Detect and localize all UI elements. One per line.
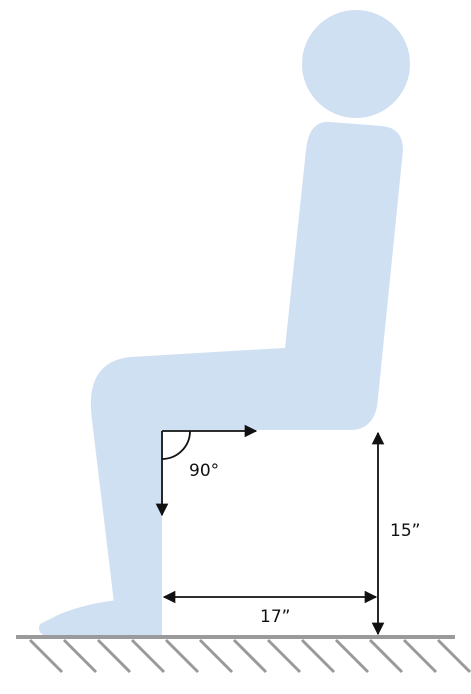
thigh-and-leg-shape: [90, 346, 318, 636]
right-angle-indicator: [155, 424, 258, 517]
angle-label: 90°: [189, 461, 219, 481]
hatch-mark: [334, 638, 370, 674]
hatch-mark: [368, 638, 404, 674]
hatch-mark: [402, 638, 438, 674]
hatch-mark: [96, 638, 132, 674]
hatch-mark: [266, 638, 302, 674]
seat-depth-label: 17”: [260, 607, 290, 627]
hatch-mark: [62, 638, 98, 674]
ground-floor: [16, 635, 471, 674]
head-shape: [302, 10, 410, 118]
seated-person-figure: [39, 10, 410, 636]
torso-shape: [170, 121, 403, 430]
angle-arc: [161, 430, 191, 460]
hatch-mark: [232, 638, 268, 674]
hatch-mark: [130, 638, 166, 674]
hatch-mark: [28, 638, 64, 674]
hatch-mark: [436, 638, 471, 674]
hatch-mark: [300, 638, 336, 674]
foot-shape: [39, 600, 162, 636]
hatch-mark: [164, 638, 200, 674]
floor-hatching: [28, 638, 471, 674]
seat-height-label: 15”: [390, 521, 420, 541]
hatch-mark: [198, 638, 234, 674]
